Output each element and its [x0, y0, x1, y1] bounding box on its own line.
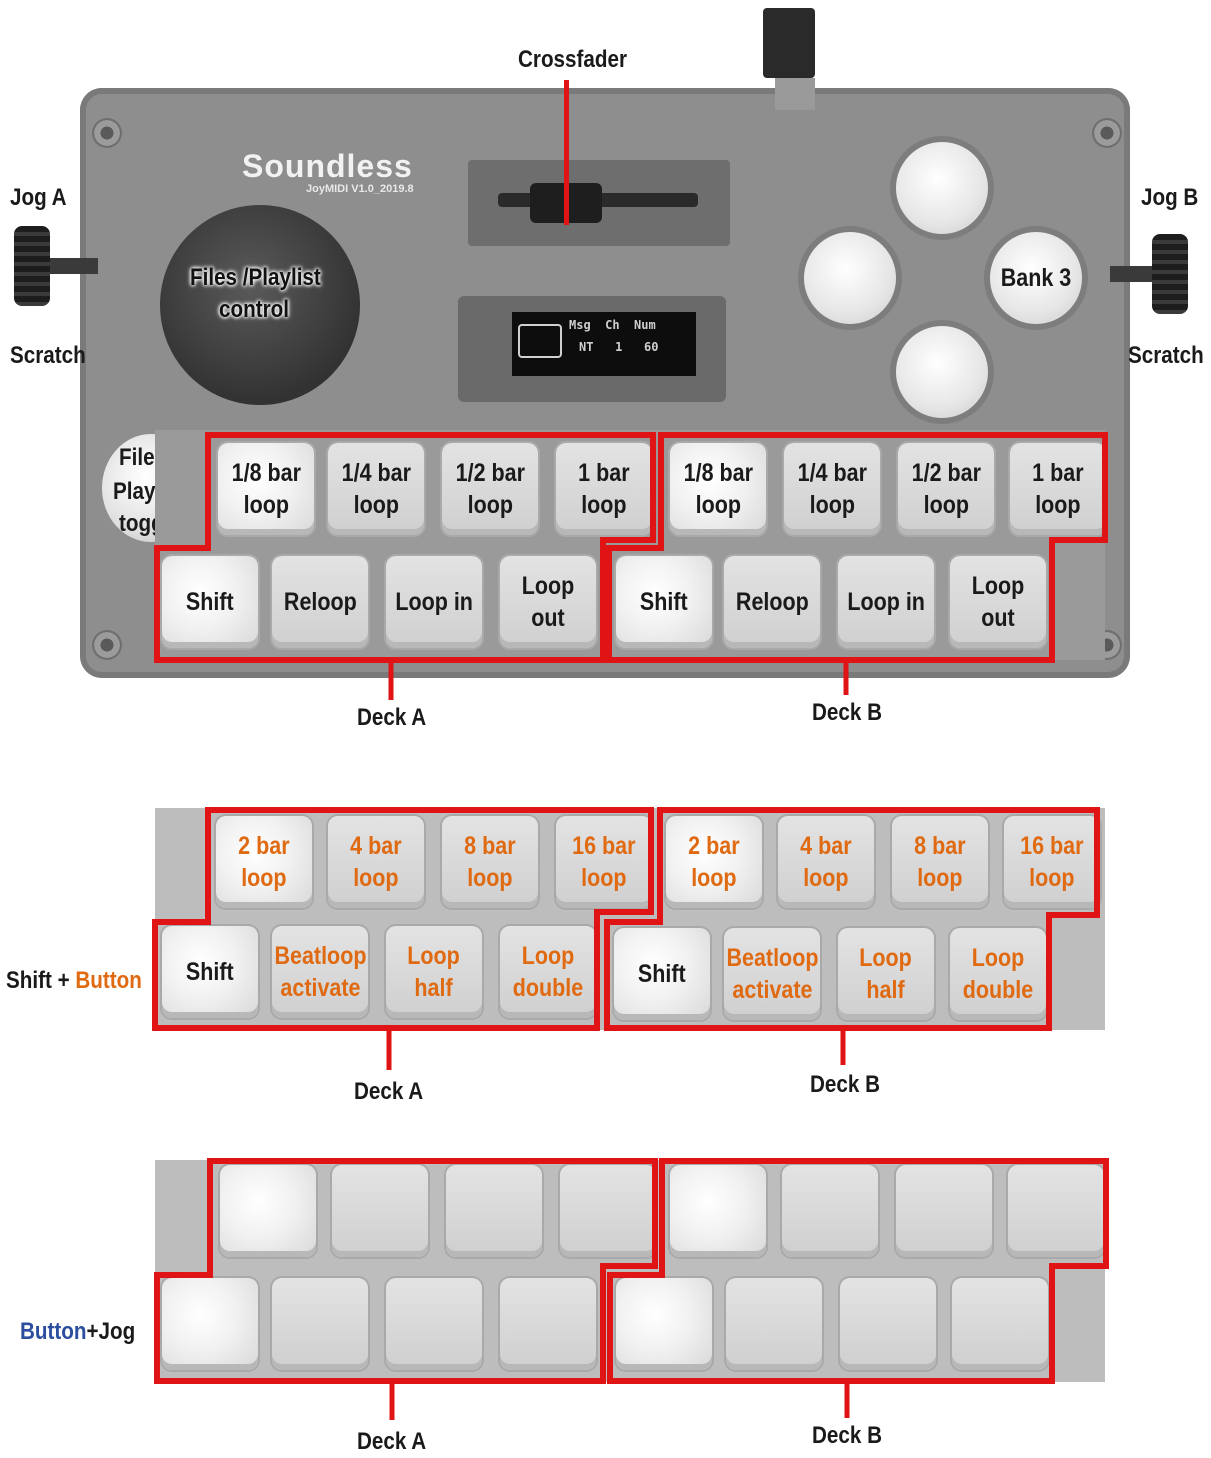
p2-deck-a-outline [155, 810, 651, 1028]
p1-deck-a-outline [157, 435, 653, 660]
p1-deck-b-label: Deck B [812, 699, 882, 727]
p3-deck-a-outline [157, 1161, 655, 1381]
p2-deck-b-label: Deck B [810, 1071, 880, 1099]
shift-prefix: Shift + [6, 967, 75, 994]
p1-deck-b-outline [609, 435, 1105, 660]
shift-button-row-label: Shift + Button [6, 967, 142, 995]
button-highlight-blue: Button [20, 1318, 86, 1345]
p3-deck-a-label: Deck A [357, 1428, 426, 1456]
p3-deck-b-outline [610, 1161, 1106, 1381]
p1-deck-a-label: Deck A [357, 704, 426, 732]
button-jog-row-label: Button+Jog [20, 1318, 135, 1346]
p2-deck-b-outline [607, 810, 1097, 1028]
p2-deck-a-label: Deck A [354, 1078, 423, 1106]
p3-deck-b-label: Deck B [812, 1422, 882, 1450]
jog-suffix: +Jog [86, 1318, 135, 1345]
button-highlight: Button [75, 967, 141, 994]
